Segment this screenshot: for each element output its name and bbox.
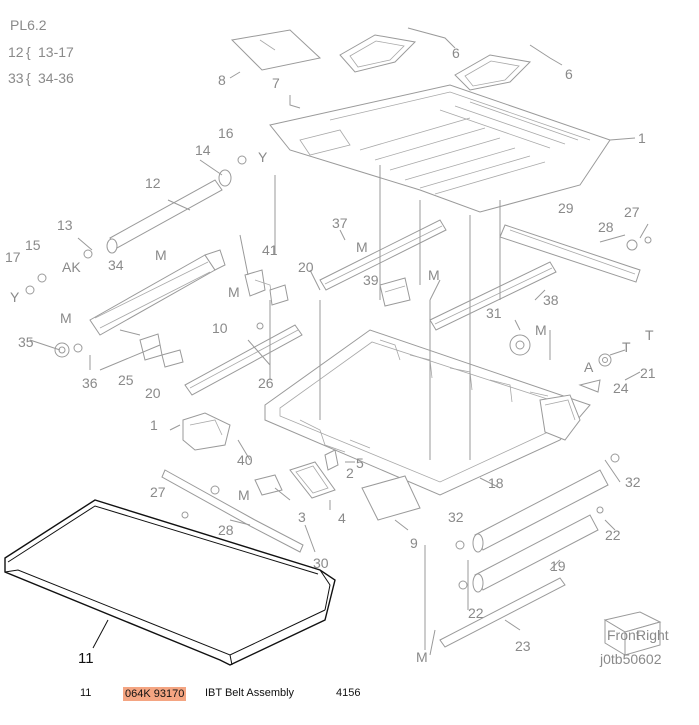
callout-26: 26	[258, 375, 274, 391]
parts-row-item: 11	[80, 687, 92, 699]
letter-t-1: T	[622, 339, 631, 355]
callout-3: 3	[298, 509, 306, 525]
callout-27b: 27	[150, 484, 166, 500]
parts-list-row: 11 064K 93170 IBT Belt Assembly 4156	[0, 684, 699, 704]
callout-1: 1	[638, 130, 646, 146]
letter-y-2: Y	[10, 289, 20, 305]
callout-21: 21	[640, 365, 656, 381]
callout-8: 8	[218, 72, 226, 88]
callout-32b: 32	[448, 509, 464, 525]
parts-row-part-number: 064K 93170	[123, 687, 187, 701]
callout-25: 25	[118, 372, 134, 388]
letter-m-7: M	[238, 487, 250, 503]
callout-22b: 22	[468, 605, 484, 621]
header-title: PL6.2	[10, 17, 47, 33]
diagram-header: PL6.2 12 { 13-17 33 { 34-36	[8, 17, 74, 86]
header-group2-range: 34-36	[38, 70, 74, 86]
letter-m-4: M	[356, 239, 368, 255]
callout-40: 40	[237, 452, 253, 468]
callout-37: 37	[332, 215, 348, 231]
header-group1-main: 12	[8, 44, 24, 60]
letter-t-2: T	[645, 327, 654, 343]
callout-18: 18	[488, 475, 504, 491]
callout-19: 19	[550, 558, 566, 574]
callout-4: 4	[338, 510, 346, 526]
callout-6b: 6	[565, 66, 573, 82]
header-group1-brace: {	[26, 44, 31, 60]
callout-29: 29	[558, 200, 574, 216]
callout-5: 5	[356, 455, 364, 471]
callout-9: 9	[410, 535, 418, 551]
top-cover-plate	[269, 84, 611, 213]
parts-row-description: IBT Belt Assembly	[205, 687, 295, 699]
callout-1-small: 1	[150, 417, 158, 433]
callout-28b: 28	[218, 522, 234, 538]
orientation-front-label: Front	[607, 627, 640, 643]
callout-11: 11	[78, 650, 94, 667]
header-group2-brace: {	[26, 70, 31, 86]
callout-35: 35	[18, 334, 34, 350]
header-group2-main: 33	[8, 70, 24, 86]
callout-14: 13	[57, 217, 73, 233]
callout-31: 31	[486, 305, 502, 321]
callout-23: 23	[515, 638, 531, 654]
callout-30: 30	[313, 555, 329, 571]
callout-36: 36	[82, 375, 98, 391]
callout-7: 7	[272, 75, 280, 91]
parts-row-code: 4156	[336, 687, 361, 699]
callout-38: 38	[543, 292, 559, 308]
letter-ak: AK	[62, 259, 81, 275]
letter-m-3: M	[228, 284, 240, 300]
callout-10: 10	[212, 320, 228, 336]
letter-y-1: Y	[258, 149, 268, 165]
letter-m-5: M	[428, 267, 440, 283]
letter-a: A	[584, 359, 594, 375]
letter-m-6: M	[535, 322, 547, 338]
callout-2: 2	[346, 465, 354, 481]
callout-16: 15	[25, 237, 41, 253]
callout-34: 34	[108, 257, 124, 273]
exploded-parts-diagram: PL6.2 12 { 13-17 33 { 34-36	[4, 17, 669, 667]
callout-15: 14	[195, 142, 211, 158]
callout-13: 12	[145, 175, 161, 191]
callout-20b: 20	[145, 385, 161, 401]
callout-32a: 32	[625, 474, 641, 490]
header-group1-range: 13-17	[38, 44, 74, 60]
ibt-belt-assembly: 11	[4, 499, 336, 667]
callout-41: 41	[262, 242, 278, 258]
figure-code: j0tb50602	[599, 651, 662, 667]
callout-17a: 16	[218, 125, 234, 141]
callout-17b: 17	[5, 249, 21, 265]
orientation-right-label: Right	[636, 627, 669, 643]
callout-27a: 27	[624, 204, 640, 220]
callout-24: 24	[613, 380, 629, 396]
letter-m-2: M	[60, 310, 72, 326]
letter-m-1: M	[155, 247, 167, 263]
faded-parts: Front Right 1 2 3 4 5 6 6 7 8 9 10 12 13…	[5, 27, 669, 667]
callout-20a: 20	[298, 259, 314, 275]
callout-39: 39	[363, 272, 379, 288]
orientation-cube: Front Right	[603, 611, 669, 656]
callout-28a: 28	[598, 219, 614, 235]
callout-22a: 22	[605, 527, 621, 543]
letter-m-8: M	[416, 649, 428, 665]
callout-6a: 6	[452, 45, 460, 61]
